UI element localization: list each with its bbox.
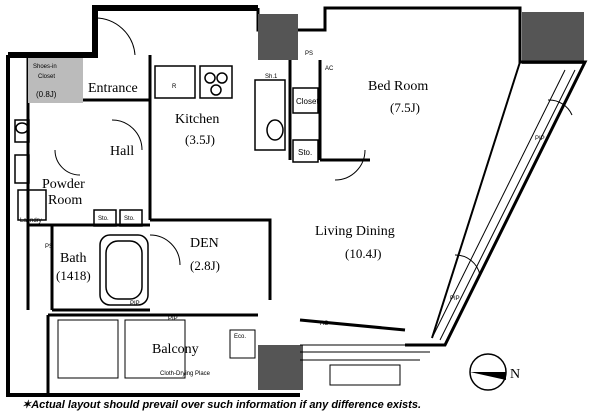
pip-label-4: PIP <box>450 296 460 302</box>
compass-icon <box>469 353 507 391</box>
closet-label: Closet <box>296 97 319 106</box>
floor-plan: Shoes-in Closet (0.8J) Entrance R Sh.1 K… <box>6 5 588 397</box>
entrance-label: Entrance <box>88 81 138 96</box>
shoes-closet-label-2: Closet <box>38 74 55 80</box>
powder-fixtures <box>14 119 143 227</box>
living-dining-size: (10.4J) <box>345 246 381 261</box>
disclaimer-text: ✶Actual layout should prevail over such … <box>22 399 422 411</box>
balcony-rail <box>57 319 440 386</box>
den-size: (2.8J) <box>190 258 220 273</box>
balcony-label: Balcony <box>152 342 199 357</box>
den-label: DEN <box>190 236 219 251</box>
living-dining-label: Living Dining <box>315 224 395 239</box>
exterior-walls <box>6 5 580 397</box>
storage-label-2: Sto. <box>124 216 135 222</box>
shoes-closet-area <box>28 58 83 103</box>
kitchen-size: (3.5J) <box>185 132 215 147</box>
eco-label: Eco. <box>234 334 246 340</box>
ac-label-top: AC <box>325 66 334 72</box>
bath-size: (1418) <box>56 268 91 283</box>
bed-room-label: Bed Room <box>368 79 428 94</box>
storage-label-kitchen: Sto. <box>298 148 312 157</box>
bed-room-size: (7.5J) <box>390 100 420 115</box>
kitchen-label: Kitchen <box>175 112 219 127</box>
bath-label: Bath <box>60 251 86 266</box>
storage-label-1: Sto. <box>98 216 109 222</box>
interior-walls <box>26 55 406 395</box>
compass-label: N <box>510 367 520 382</box>
hall-label: Hall <box>110 144 134 159</box>
column-right <box>522 12 584 64</box>
ac-label-living: AC <box>320 321 329 327</box>
powder-room-label-2: Room <box>48 193 82 208</box>
powder-room-label: Powder <box>42 177 85 192</box>
ps-label-top: PS <box>305 51 313 57</box>
pip-label-3: PIP <box>535 136 545 142</box>
door-swings <box>54 17 573 276</box>
pip-label-1: PIP <box>130 301 140 307</box>
pip-label-2: PIP <box>168 316 178 322</box>
fridge-label: R <box>172 84 177 90</box>
kitchen-fixtures <box>154 65 319 163</box>
shoes-closet-size: (0.8J) <box>36 90 57 99</box>
laundry-label: Laundry <box>20 218 42 224</box>
ps-label-bath: PS <box>45 244 53 250</box>
bath-tub <box>99 234 149 306</box>
cloth-drying-label: Cloth-Drying Place <box>160 371 211 377</box>
column-bottom <box>258 345 303 390</box>
facade-diagonal <box>405 60 588 347</box>
column-top <box>258 14 298 60</box>
shoes-closet-label: Shoes-in <box>33 64 57 70</box>
shelf-label: Sh.1 <box>265 74 278 80</box>
